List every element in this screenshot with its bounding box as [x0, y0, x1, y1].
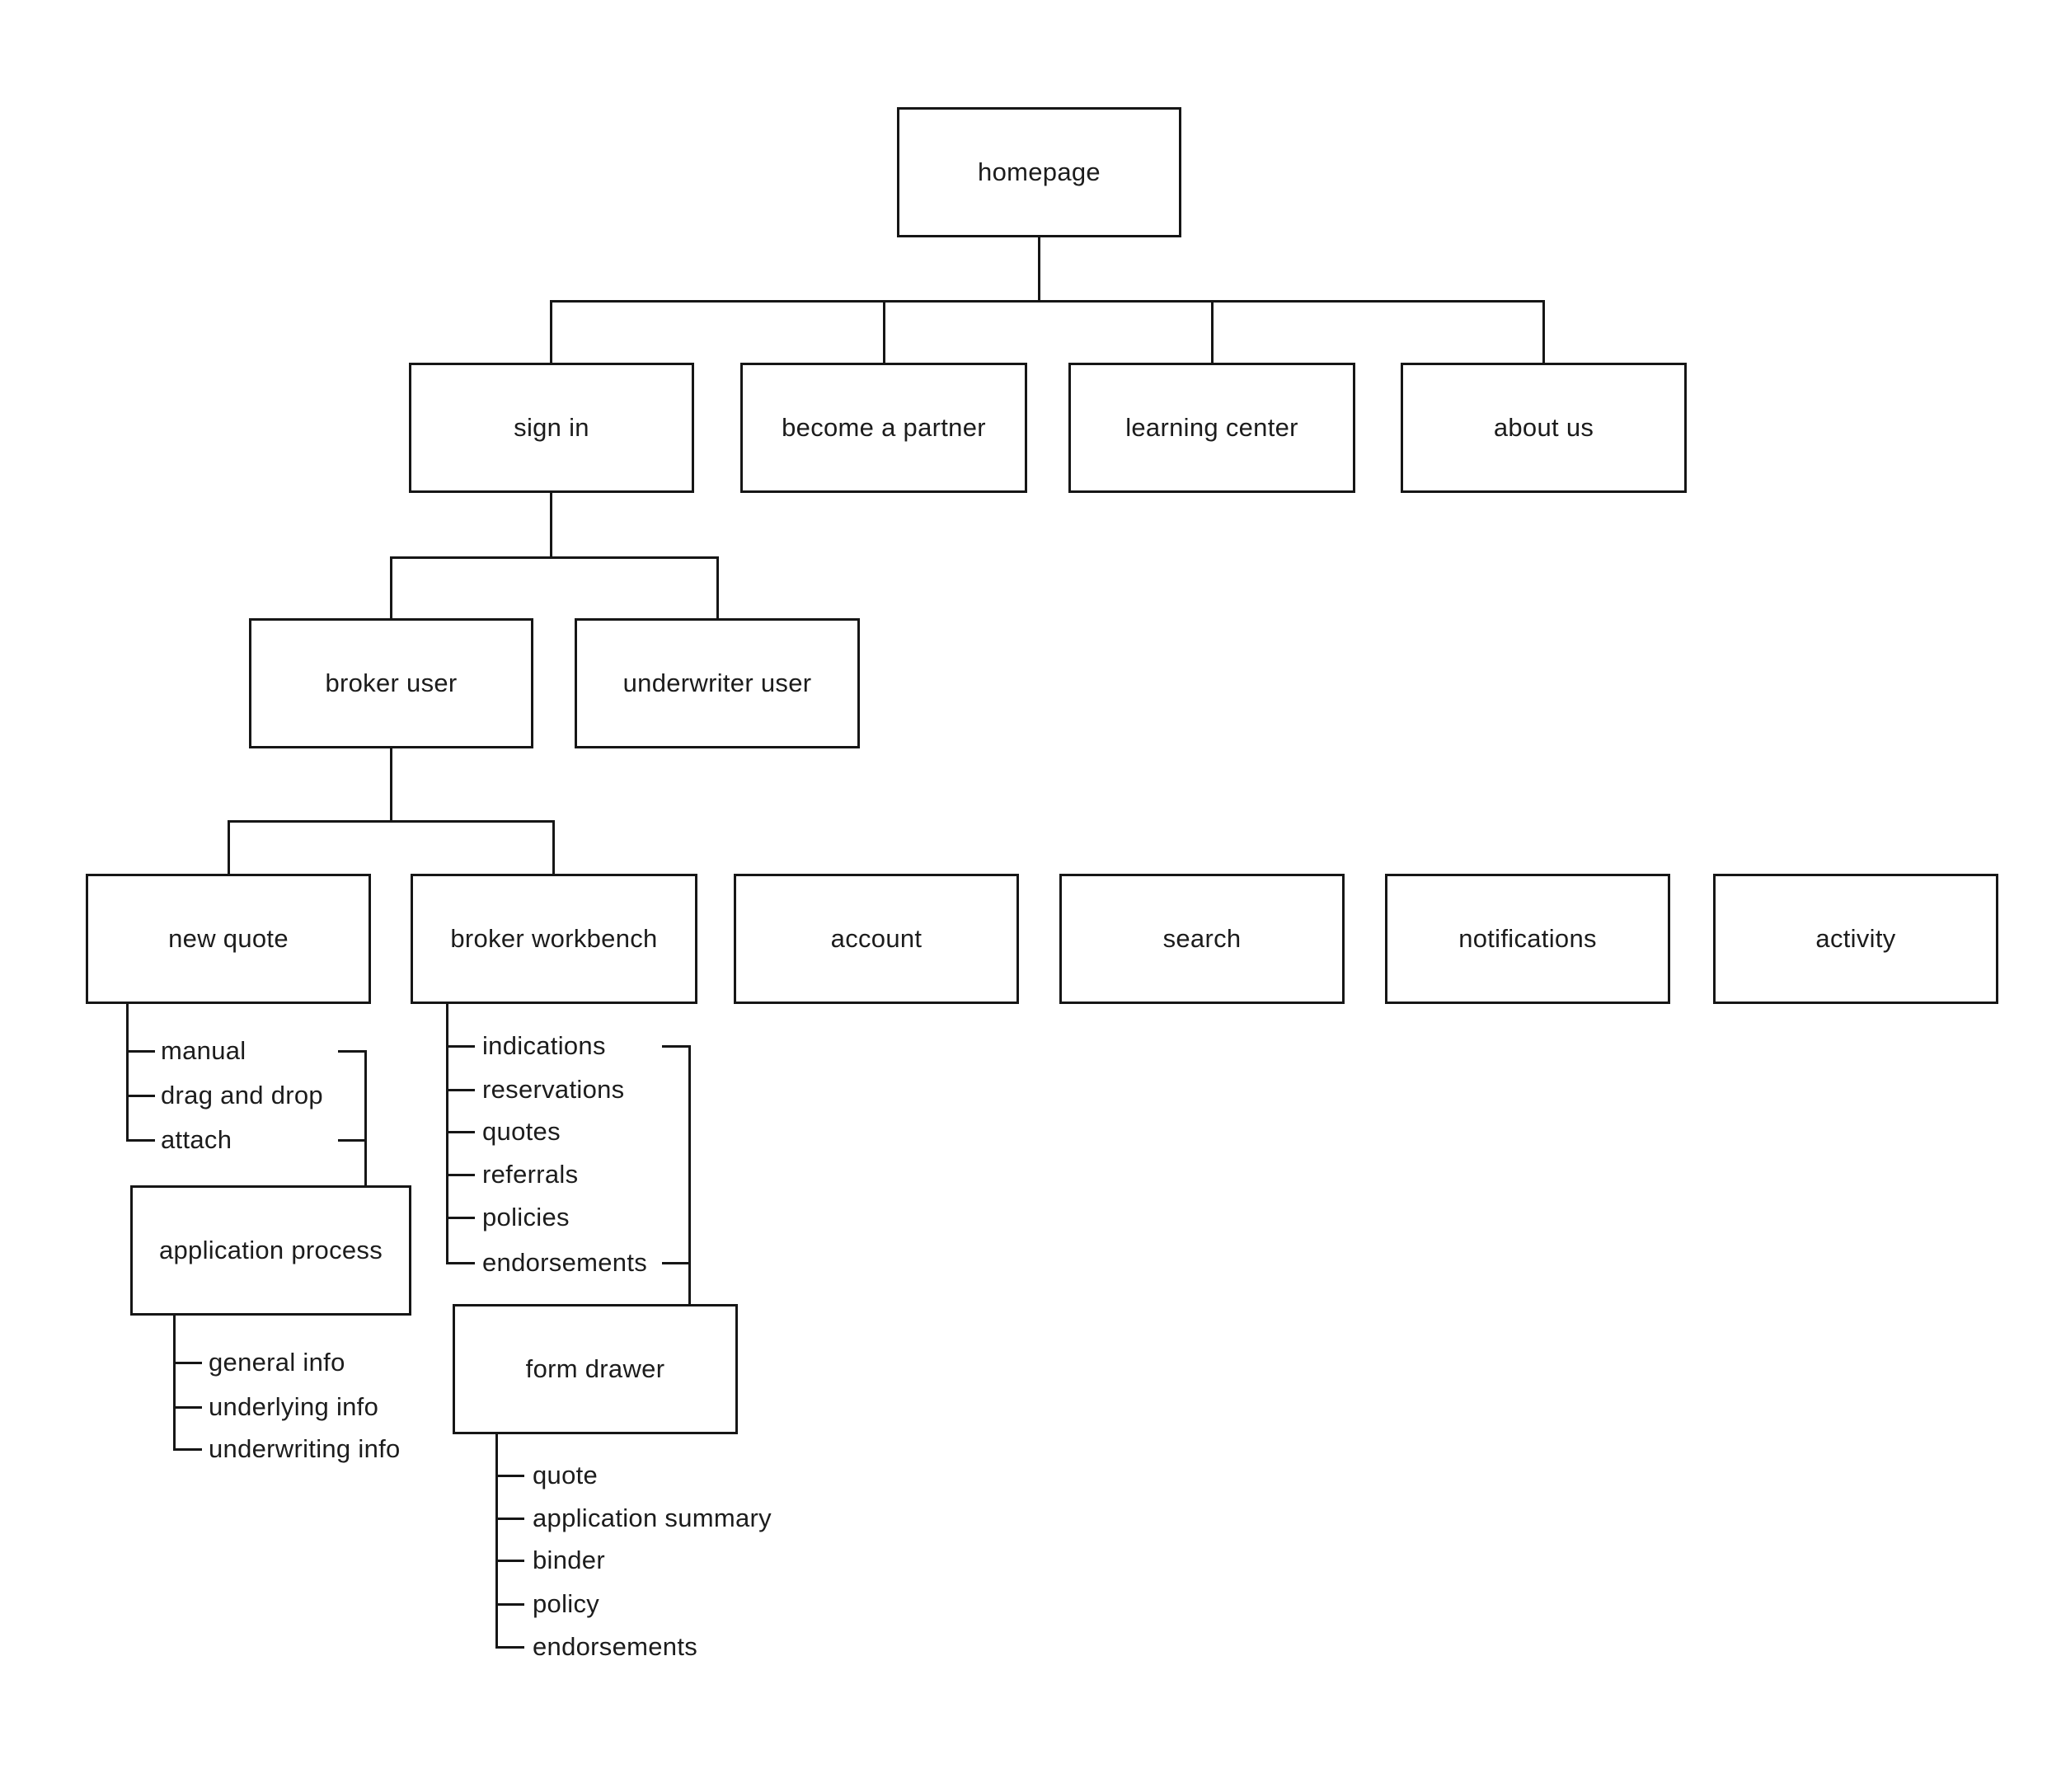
- connector-drop-about-us: [1542, 300, 1545, 363]
- leaf-general-info[interactable]: general info: [209, 1348, 345, 1377]
- node-form-drawer[interactable]: form drawer: [453, 1304, 738, 1434]
- connector-row2-horizontal: [550, 300, 1545, 303]
- node-application-process[interactable]: application process: [130, 1185, 411, 1316]
- connector-row3-horizontal: [390, 556, 719, 559]
- node-broker-workbench[interactable]: broker workbench: [411, 874, 697, 1004]
- tick-underwriting-info: [173, 1448, 202, 1451]
- connector-drop-sign-in: [550, 300, 552, 363]
- node-sign-in-label: sign in: [514, 413, 589, 442]
- tick-policies: [446, 1217, 475, 1219]
- node-account[interactable]: account: [734, 874, 1019, 1004]
- leaf-policy[interactable]: policy: [533, 1589, 600, 1618]
- tick-referrals: [446, 1174, 475, 1176]
- leaf-endorsements-2[interactable]: endorsements: [533, 1632, 698, 1661]
- tick-general-info: [173, 1362, 202, 1364]
- leaf-underwriting-info[interactable]: underwriting info: [209, 1434, 401, 1463]
- connector-drop-learning-center: [1211, 300, 1214, 363]
- connector-row4-horizontal: [228, 820, 555, 823]
- tick-policy: [495, 1603, 524, 1606]
- tick-underlying-info: [173, 1406, 202, 1409]
- node-learning-center-label: learning center: [1125, 413, 1298, 442]
- tick-indications: [446, 1045, 475, 1048]
- leaf-drag-and-drop[interactable]: drag and drop: [161, 1081, 323, 1109]
- stub-manual-right: [338, 1050, 367, 1053]
- node-new-quote[interactable]: new quote: [86, 874, 371, 1004]
- tick-reservations: [446, 1089, 475, 1091]
- leaf-policies[interactable]: policies: [482, 1203, 570, 1231]
- leaf-quote[interactable]: quote: [533, 1461, 599, 1489]
- node-learning-center[interactable]: learning center: [1068, 363, 1355, 493]
- node-become-a-partner-label: become a partner: [782, 413, 986, 442]
- node-homepage-label: homepage: [978, 157, 1101, 186]
- node-notifications[interactable]: notifications: [1385, 874, 1670, 1004]
- connector-drop-broker-user: [390, 556, 392, 618]
- leaf-application-summary[interactable]: application summary: [533, 1503, 772, 1532]
- node-search-label: search: [1162, 924, 1242, 953]
- node-activity-label: activity: [1815, 924, 1896, 953]
- tick-application-summary: [495, 1518, 524, 1520]
- node-new-quote-label: new quote: [168, 924, 289, 953]
- connector-homepage-down: [1038, 237, 1040, 303]
- tick-drag-and-drop: [126, 1095, 155, 1097]
- connector-broker-workbench-list-vertical: [446, 1004, 448, 1264]
- node-broker-workbench-label: broker workbench: [450, 924, 658, 953]
- leaf-reservations[interactable]: reservations: [482, 1075, 625, 1104]
- tick-endorsements: [446, 1262, 475, 1264]
- node-activity[interactable]: activity: [1713, 874, 1998, 1004]
- node-application-process-label: application process: [158, 1236, 383, 1264]
- node-notifications-label: notifications: [1458, 924, 1597, 953]
- leaf-underlying-info[interactable]: underlying info: [209, 1392, 379, 1421]
- stub-indications-right: [662, 1045, 691, 1048]
- connector-drop-new-quote: [228, 820, 230, 874]
- stub-endorsements-right: [662, 1262, 691, 1264]
- connector-drop-broker-workbench: [552, 820, 555, 874]
- connector-form-drawer-list-vertical: [495, 1434, 498, 1648]
- tick-binder: [495, 1560, 524, 1562]
- node-underwriter-user-label: underwriter user: [622, 668, 812, 697]
- connector-new-quote-list-vertical: [126, 1004, 129, 1142]
- connector-application-process-list-vertical: [173, 1316, 176, 1451]
- node-form-drawer-label: form drawer: [525, 1354, 665, 1383]
- leaf-manual[interactable]: manual: [161, 1036, 246, 1065]
- connector-drop-become-a-partner: [883, 300, 885, 363]
- node-search[interactable]: search: [1059, 874, 1345, 1004]
- node-underwriter-user[interactable]: underwriter user: [575, 618, 860, 748]
- bracket-broker-workbench-to-form-drawer: [688, 1045, 691, 1306]
- leaf-endorsements[interactable]: endorsements: [482, 1248, 648, 1277]
- tick-quotes: [446, 1131, 475, 1133]
- node-broker-user[interactable]: broker user: [249, 618, 533, 748]
- node-about-us[interactable]: about us: [1401, 363, 1687, 493]
- node-account-label: account: [830, 924, 923, 953]
- tick-manual: [126, 1050, 155, 1053]
- connector-sign-in-down: [550, 493, 552, 556]
- leaf-attach[interactable]: attach: [161, 1125, 232, 1154]
- node-broker-user-label: broker user: [325, 668, 458, 697]
- bracket-new-quote-to-application-process: [364, 1050, 367, 1188]
- leaf-referrals[interactable]: referrals: [482, 1160, 579, 1189]
- tick-endorsements-2: [495, 1646, 524, 1649]
- connector-drop-underwriter-user: [716, 556, 719, 618]
- node-homepage[interactable]: homepage: [897, 107, 1181, 237]
- tick-attach: [126, 1139, 155, 1142]
- node-become-a-partner[interactable]: become a partner: [740, 363, 1027, 493]
- leaf-quotes[interactable]: quotes: [482, 1117, 561, 1146]
- leaf-indications[interactable]: indications: [482, 1031, 606, 1060]
- stub-attach-right: [338, 1139, 367, 1142]
- node-about-us-label: about us: [1493, 413, 1594, 442]
- connector-broker-user-down: [390, 748, 392, 820]
- leaf-binder[interactable]: binder: [533, 1546, 605, 1574]
- tick-quote: [495, 1475, 524, 1477]
- node-sign-in[interactable]: sign in: [409, 363, 694, 493]
